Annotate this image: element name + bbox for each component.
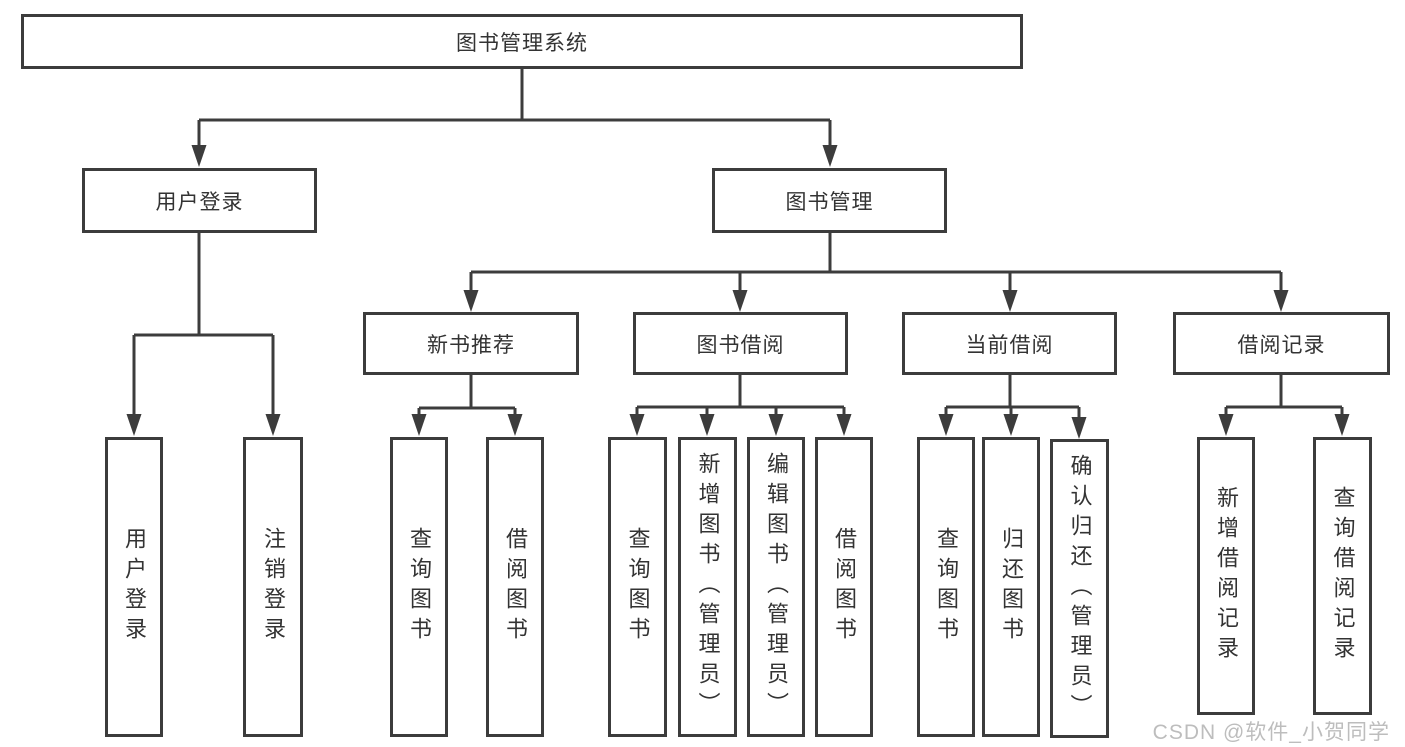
leaf-borrowing-borrow-books: 借阅图书	[815, 437, 873, 737]
node-user-login: 用户登录	[82, 168, 317, 233]
leaf-current-confirm-return-admin: 确认归还（管理员）	[1050, 439, 1109, 738]
node-borrowing-records: 借阅记录	[1173, 312, 1390, 375]
leaf-borrowing-add-books-admin: 新增图书（管理员）	[678, 437, 737, 737]
node-book-borrowing: 图书借阅	[633, 312, 848, 375]
leaf-recommend-query-books: 查询图书	[390, 437, 448, 737]
leaf-user-login: 用户登录	[105, 437, 163, 737]
leaf-logout: 注销登录	[243, 437, 303, 737]
leaf-recommend-borrow-books: 借阅图书	[486, 437, 544, 737]
node-current-borrowing: 当前借阅	[902, 312, 1117, 375]
leaf-records-add-record: 新增借阅记录	[1197, 437, 1255, 715]
leaf-current-query-books: 查询图书	[917, 437, 975, 737]
node-new-book-recommend: 新书推荐	[363, 312, 579, 375]
leaf-borrowing-edit-books-admin: 编辑图书（管理员）	[747, 437, 805, 737]
leaf-current-return-books: 归还图书	[982, 437, 1040, 737]
leaf-borrowing-query-books: 查询图书	[608, 437, 667, 737]
node-book-management: 图书管理	[712, 168, 947, 233]
node-root: 图书管理系统	[21, 14, 1023, 69]
csdn-watermark: CSDN @软件_小贺同学	[1152, 721, 1390, 744]
leaf-records-query-record: 查询借阅记录	[1313, 437, 1372, 715]
